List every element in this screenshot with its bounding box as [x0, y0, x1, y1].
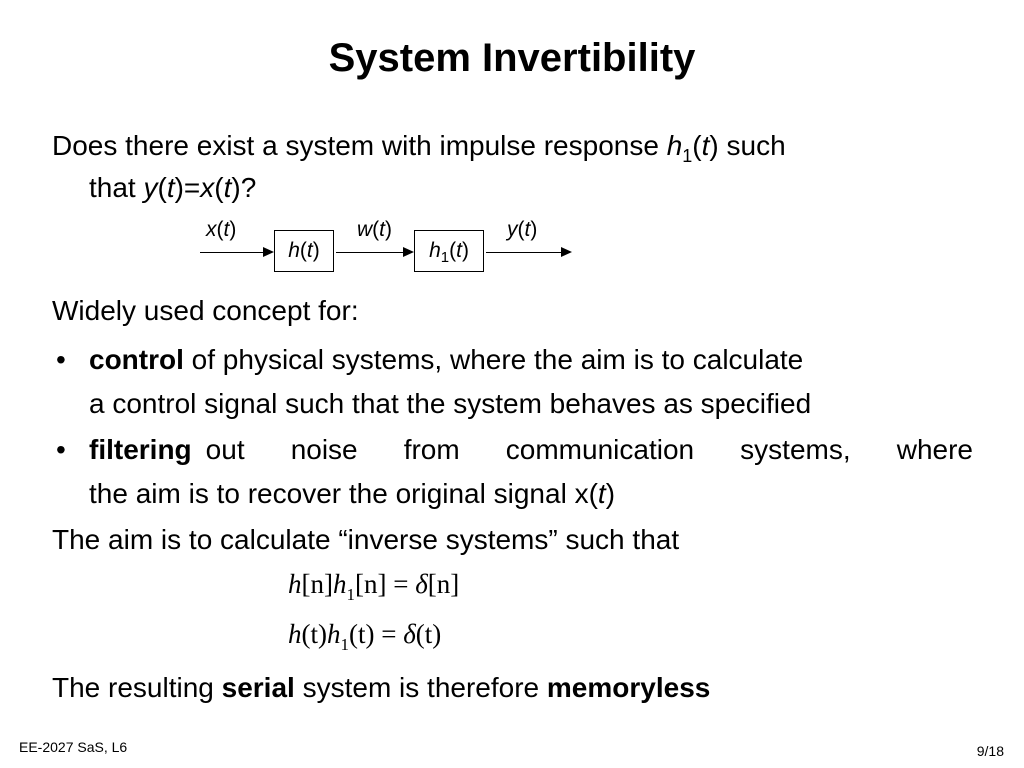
question-line-2: that y(t)=x(t)?: [89, 172, 257, 203]
bullet-marker: •: [56, 434, 66, 465]
concept-intro: Widely used concept for:: [52, 295, 359, 326]
conclusion-text: The resulting serial system is therefore…: [52, 672, 711, 703]
inverse-system-h1-box: h1(t): [414, 230, 484, 272]
slide-title: System Invertibility: [328, 36, 696, 80]
aim-text: The aim is to calculate “inverse systems…: [52, 524, 680, 555]
intermediate-signal-label: w(t): [357, 218, 393, 241]
intermediate-arrow: [336, 247, 414, 257]
question-line-1: Does there exist a system with impulse r…: [52, 130, 786, 166]
input-arrow: [200, 247, 274, 257]
equation-discrete: h[n]h1[n] = δ[n]: [288, 569, 460, 604]
input-signal-label: x(t): [206, 218, 237, 241]
system-h-box: h(t): [274, 230, 334, 272]
footer-page-number: 9/18: [976, 743, 1004, 759]
output-signal-label: y(t): [507, 218, 538, 241]
bullet-marker: •: [56, 344, 66, 375]
footer-course: EE-2027 SaS, L6: [19, 739, 128, 755]
equation-continuous: h(t)h1(t) = δ(t): [288, 619, 442, 654]
output-arrow: [486, 247, 572, 257]
bullet-control: control of physical systems, where the a…: [89, 344, 812, 419]
